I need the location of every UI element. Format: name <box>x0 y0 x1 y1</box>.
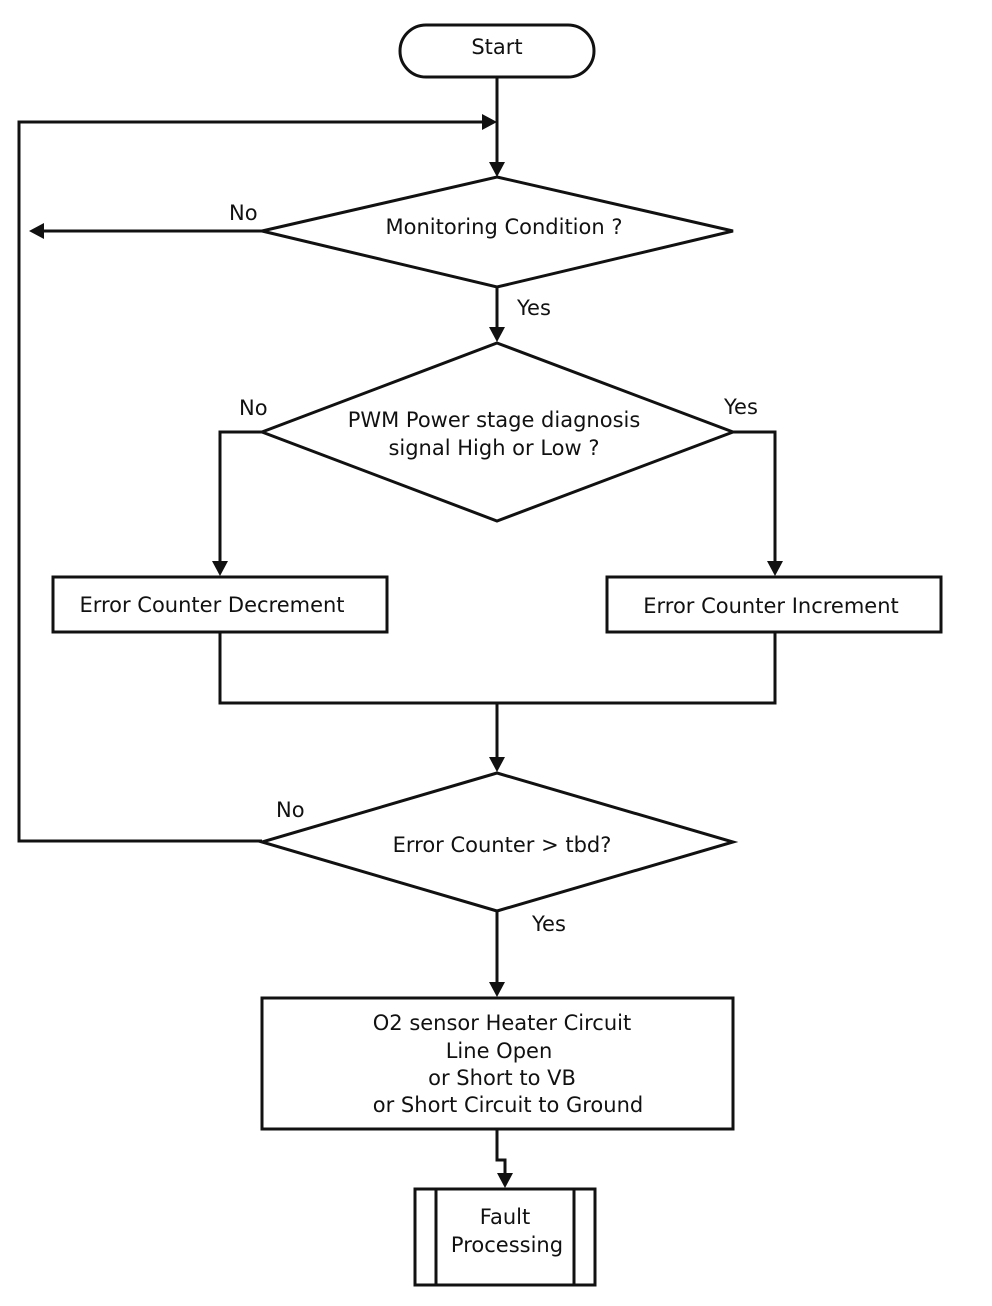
arrowhead-fault-detected <box>489 982 505 997</box>
arrowhead-pwm <box>489 327 505 342</box>
compare-decision: Error Counter > tbd? <box>256 771 739 913</box>
pwm-label-line2: signal High or Low ? <box>388 436 599 460</box>
arrowhead-fault-processing <box>497 1173 513 1188</box>
pwm-no-label: No <box>239 396 268 420</box>
start-node: Start <box>398 23 596 79</box>
connector-fault-processing <box>495 1129 507 1175</box>
fault-processing-line2: Processing <box>451 1233 563 1257</box>
connector-merge <box>218 632 777 705</box>
pwm-yes-label: Yes <box>723 395 758 419</box>
arrowhead-decrement <box>212 561 228 576</box>
monitoring-label: Monitoring Condition ? <box>385 215 622 239</box>
pwm-label-line1: PWM Power stage diagnosis <box>348 408 641 432</box>
compare-yes-label: Yes <box>531 912 566 936</box>
start-label: Start <box>471 35 522 59</box>
fault-detected-line2: Line Open <box>446 1039 553 1063</box>
fault-detected-process: O2 sensor Heater Circuit Line Open or Sh… <box>260 996 735 1131</box>
fault-processing-predefined: Fault Processing <box>413 1187 597 1287</box>
monitoring-yes-label: Yes <box>516 296 551 320</box>
fault-detected-line3: or Short to VB <box>428 1066 576 1090</box>
monitoring-no-label: No <box>229 201 258 225</box>
arrowhead-compare <box>489 757 505 772</box>
arrowhead-loop-return <box>482 114 497 130</box>
compare-no-label: No <box>276 798 305 822</box>
decrement-label: Error Counter Decrement <box>79 593 344 617</box>
arrowhead-monitoring <box>489 162 505 177</box>
increment-process: Error Counter Increment <box>605 575 943 634</box>
fault-detected-line4: or Short Circuit to Ground <box>373 1093 643 1117</box>
fault-processing-line1: Fault <box>480 1205 530 1229</box>
connector-pwm-yes <box>733 430 777 563</box>
monitoring-decision: Monitoring Condition ? <box>261 175 734 289</box>
arrowhead-monitoring-no <box>29 223 44 239</box>
connector-loop-return <box>17 120 484 843</box>
compare-label: Error Counter > tbd? <box>393 833 612 857</box>
pwm-decision: PWM Power stage diagnosis signal High or… <box>257 341 738 523</box>
connector-pwm-no <box>218 430 262 563</box>
fault-detected-line1: O2 sensor Heater Circuit <box>373 1011 631 1035</box>
arrowhead-increment <box>767 561 783 576</box>
increment-label: Error Counter Increment <box>643 594 899 618</box>
decrement-process: Error Counter Decrement <box>51 575 389 634</box>
